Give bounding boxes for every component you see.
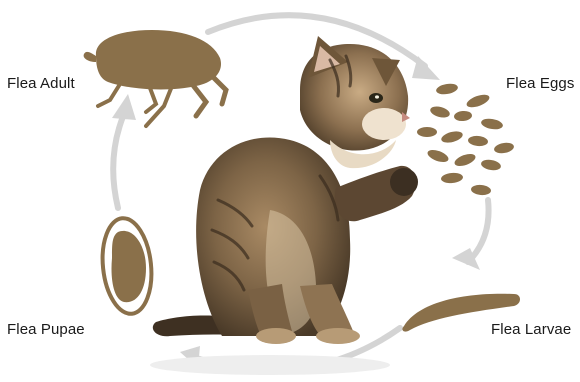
egg	[441, 172, 464, 184]
egg	[417, 127, 437, 137]
arrow-pupae-to-adult	[113, 114, 124, 208]
egg	[465, 92, 491, 110]
flea-eggs-icon	[417, 82, 515, 196]
egg	[426, 148, 450, 165]
label-flea-eggs: Flea Eggs	[506, 75, 574, 92]
egg	[429, 105, 451, 120]
egg	[468, 135, 489, 147]
flea-adult-icon	[84, 30, 226, 126]
egg	[480, 117, 503, 131]
egg	[440, 129, 464, 144]
label-flea-pupae: Flea Pupae	[7, 321, 85, 338]
egg	[493, 141, 514, 154]
egg	[480, 158, 501, 171]
arrow-head-adult	[112, 94, 136, 120]
flea-pupae-icon	[98, 216, 156, 316]
egg	[454, 110, 473, 122]
egg	[471, 184, 492, 196]
label-flea-larvae: Flea Larvae	[491, 321, 571, 338]
egg	[453, 152, 477, 169]
label-flea-adult: Flea Adult	[7, 75, 75, 92]
egg	[435, 82, 458, 96]
